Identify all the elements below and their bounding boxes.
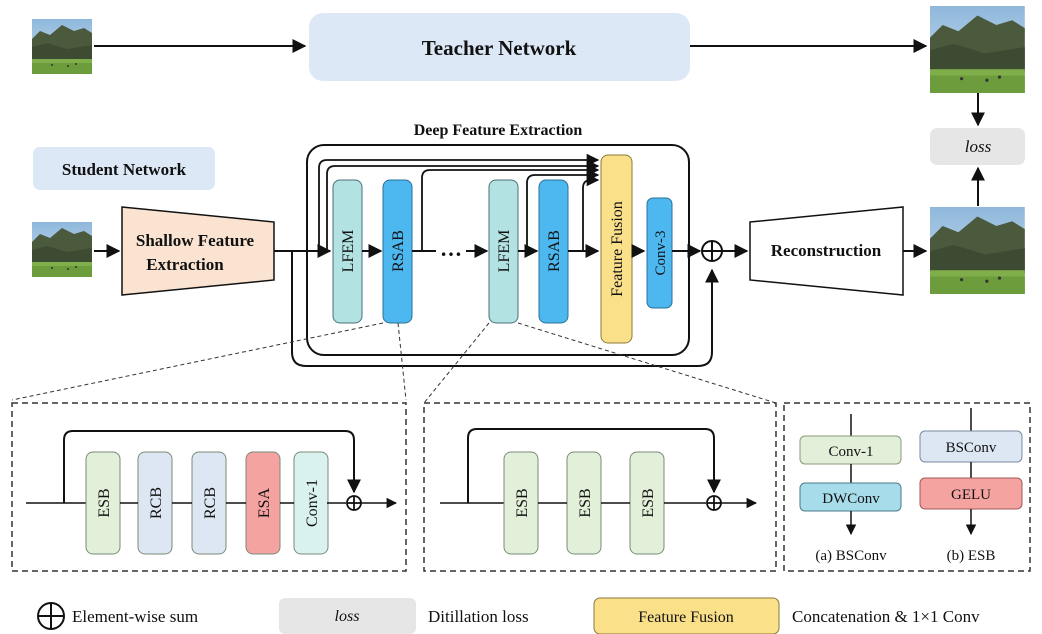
dense-connection-3	[421, 163, 600, 251]
output-image-teacher	[930, 6, 1025, 93]
element-wise-sum-main	[701, 240, 723, 262]
lfem-detail-skip	[467, 428, 721, 503]
legend-fusion-box-label: Feature Fusion	[638, 609, 734, 626]
lfem-detail-block-1-label: ESB	[514, 488, 531, 517]
feature-fusion-label: Feature Fusion	[609, 201, 626, 297]
zoom-guide-lfem-left	[423, 322, 490, 404]
lfem-detail-panel	[423, 402, 777, 572]
output-image-student	[930, 207, 1025, 294]
rsab-detail-skip	[63, 430, 361, 503]
input-image-teacher	[32, 19, 92, 74]
ellipsis: …	[440, 236, 462, 261]
rsab-detail-block-1-label: ESB	[96, 488, 113, 517]
lfem-detail-blocks: ESB ESB ESB	[503, 451, 665, 555]
lfem-block-2-label: LFEM	[496, 230, 513, 273]
rsab-block-2-label: RSAB	[546, 230, 563, 272]
esb-caption: (b) ESB	[947, 548, 996, 564]
dense-connection-2	[326, 159, 600, 251]
conv3-label: Conv-3	[653, 231, 669, 276]
reconstruction-box	[749, 206, 904, 296]
rsab-detail-sum	[346, 495, 362, 511]
rsab-block-1-label: RSAB	[390, 230, 407, 272]
teacher-network-label: Teacher Network	[422, 36, 577, 60]
rsab-detail-panel	[11, 402, 407, 572]
lfem-detail-block-2-label: ESB	[577, 488, 594, 517]
bsconv-conv1-label: Conv-1	[829, 444, 874, 460]
rsab-detail-block-4-label: ESA	[256, 487, 273, 518]
deep-feature-title: Deep Feature Extraction	[414, 122, 583, 139]
dense-connection-5	[582, 173, 600, 251]
legend-sum-label: Element-wise sum	[72, 607, 198, 626]
esb-bsconv-label: BSConv	[946, 440, 997, 456]
legend-fusion-desc: Concatenation & 1×1 Conv	[792, 607, 980, 626]
rsab-detail-block-5-label: Conv-1	[304, 479, 321, 527]
dense-connection-1	[318, 153, 600, 251]
rsab-detail-block-2-label: RCB	[148, 487, 165, 519]
esb-gelu-label: GELU	[951, 487, 991, 503]
shallow-label-line2: Extraction	[146, 255, 224, 274]
global-skip-connection	[291, 251, 719, 367]
teacher-network-box	[309, 13, 690, 81]
loss-box	[930, 128, 1025, 165]
lfem-detail-block-3-label: ESB	[640, 488, 657, 517]
loss-label: loss	[965, 137, 992, 156]
legend-loss-box	[279, 598, 416, 634]
zoom-guide-rsab-right	[397, 322, 407, 401]
input-image-student	[32, 222, 92, 277]
student-network-label: Student Network	[62, 160, 187, 179]
conv3-block	[646, 197, 673, 309]
student-network-box	[33, 147, 215, 190]
rsab-detail-block-3-label: RCB	[202, 487, 219, 519]
legend-sum-symbol	[37, 602, 65, 630]
dense-connection-4	[526, 168, 600, 251]
rsab-detail-blocks: ESB RCB RCB ESA Conv-1	[85, 451, 329, 555]
zoom-guide-rsab-left	[11, 322, 384, 401]
legend-loss-desc: Ditillation loss	[428, 607, 529, 626]
reconstruction-label: Reconstruction	[771, 241, 882, 260]
bsconv-dwconv-label: DWConv	[822, 491, 880, 507]
bsconv-caption: (a) BSConv	[815, 548, 887, 564]
lfem-detail-sum	[706, 495, 722, 511]
legend-loss-box-label: loss	[335, 608, 360, 625]
lfem-block-1-label: LFEM	[340, 230, 357, 273]
bsconv-esb-detail-panel	[783, 402, 1031, 572]
legend-fusion-box	[593, 597, 780, 634]
shallow-label-line1: Shallow Feature	[136, 231, 255, 250]
shallow-feature-extraction-box	[121, 206, 275, 296]
zoom-guide-lfem-right	[517, 322, 777, 404]
